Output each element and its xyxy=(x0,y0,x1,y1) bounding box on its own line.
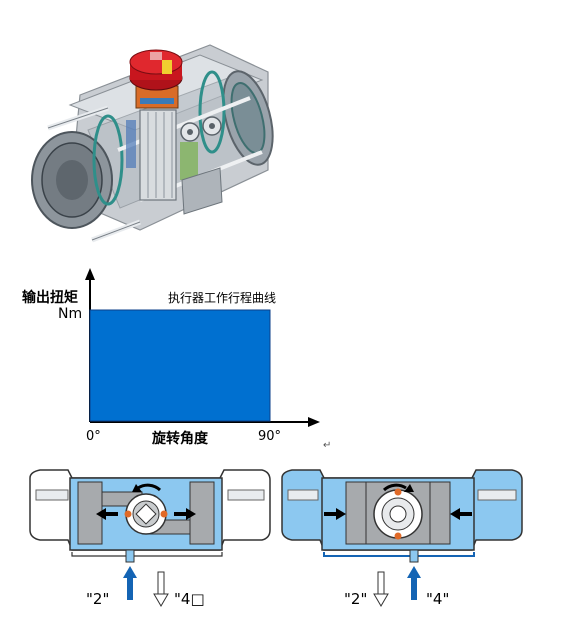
torque-chart: 执行器工作行程曲线 输出扭矩 Nm 0° 90° 旋转角度 ↵ xyxy=(22,268,331,451)
chart-title: 执行器工作行程曲线 xyxy=(168,290,276,305)
torque-area xyxy=(89,309,271,422)
x-axis-label: 旋转角度 xyxy=(151,430,209,447)
y-axis-arrow xyxy=(85,268,95,280)
actuator-illustration xyxy=(31,44,274,243)
return-mark: ↵ xyxy=(323,440,331,451)
arrow-left-piston xyxy=(96,508,118,520)
arrow-right-piston xyxy=(174,508,196,520)
port-2-exhaust-arrow xyxy=(373,571,389,607)
y-axis-label: 输出扭矩 xyxy=(22,289,78,306)
arrow-right-piston xyxy=(450,508,472,520)
y-axis-unit: Nm xyxy=(58,306,82,322)
port-2-inlet-arrow xyxy=(123,566,137,600)
section-right: "2" "4" xyxy=(281,469,523,608)
port-4-inlet-arrow xyxy=(407,566,421,600)
arrow-left-piston xyxy=(324,508,346,520)
port-4-exhaust-arrow xyxy=(153,571,169,607)
port-label-2: "2" xyxy=(86,590,109,608)
port-label-4: "4" xyxy=(426,590,449,608)
x-tick-end: 90° xyxy=(258,429,281,444)
port-label-2: "2" xyxy=(344,590,367,608)
rotation-arrow xyxy=(382,483,407,492)
piston-right xyxy=(429,481,451,545)
x-tick-start: 0° xyxy=(86,429,101,444)
piston-left xyxy=(345,481,367,545)
port-label-4: "4□ xyxy=(174,590,205,608)
section-left: "2" "4□ xyxy=(29,469,271,608)
rotation-arrow xyxy=(137,483,162,492)
x-axis-arrow xyxy=(308,417,320,427)
